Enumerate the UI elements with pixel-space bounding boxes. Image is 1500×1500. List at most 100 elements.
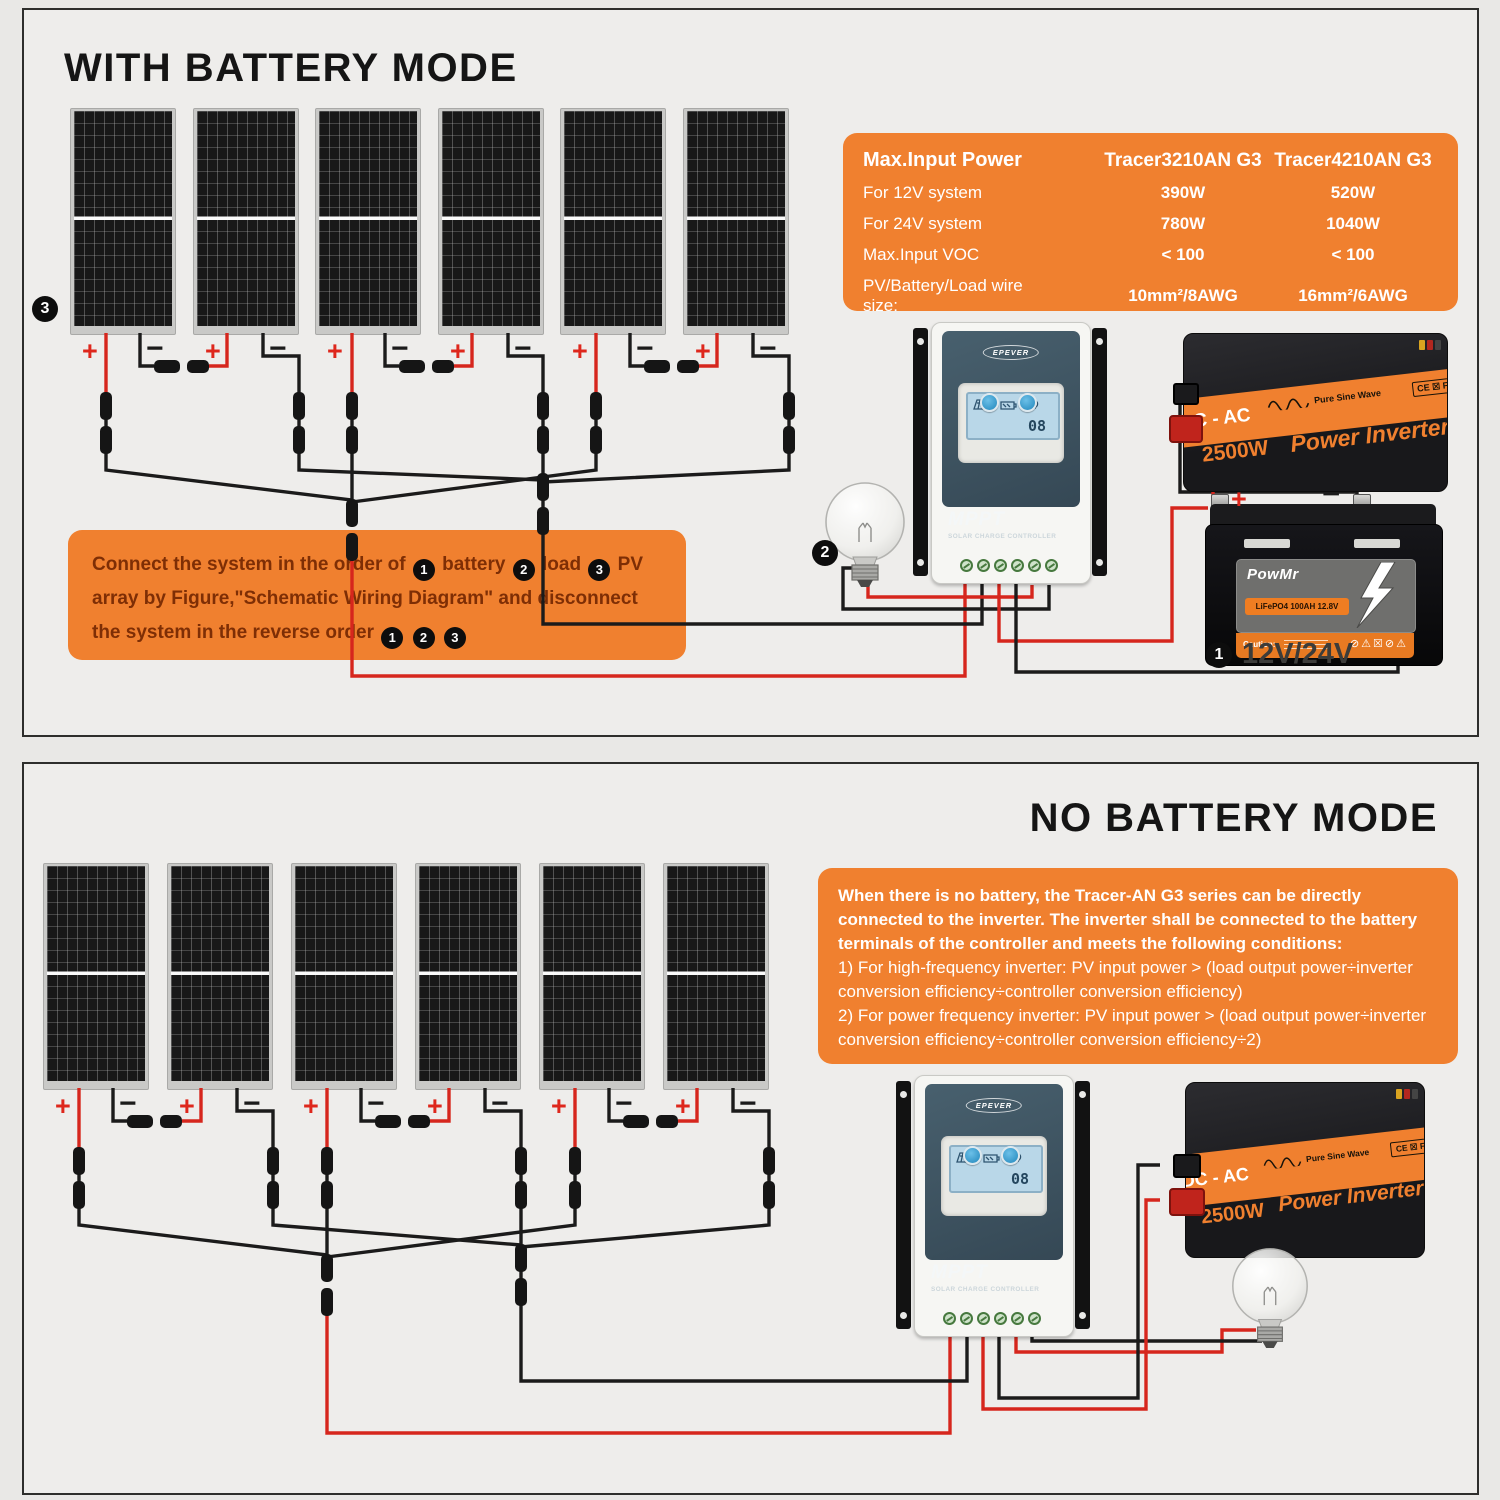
plus-label: + bbox=[303, 1091, 319, 1121]
spec-row-value: 1040W bbox=[1326, 214, 1380, 233]
spec-header: Max.Input Power bbox=[863, 149, 1022, 171]
solar-panel bbox=[167, 863, 273, 1090]
pv-plus-terminal[interactable] bbox=[943, 1312, 956, 1325]
pv-minus-terminal[interactable] bbox=[977, 559, 990, 572]
battery-voltage-label: 12V/24V bbox=[1242, 638, 1354, 670]
solar-panel bbox=[315, 108, 421, 335]
charge-controller: EPEVER 08 bbox=[896, 1075, 1090, 1337]
load-minus-terminal[interactable] bbox=[1028, 1312, 1041, 1325]
minus-label: − bbox=[615, 1087, 633, 1120]
pure-sine-wave-label: Pure Sine Wave bbox=[1266, 387, 1382, 412]
select-button[interactable] bbox=[963, 1146, 982, 1165]
solar-panel bbox=[438, 108, 544, 335]
lcd-value: 08 bbox=[1010, 1170, 1029, 1188]
spec-row-value: < 100 bbox=[1331, 245, 1375, 264]
badge-2-icon: 2 bbox=[412, 627, 435, 649]
spec-row-value: 10mm²/8AWG bbox=[1128, 286, 1238, 305]
spec-row-label: For 24V system bbox=[863, 214, 983, 233]
battery-handle bbox=[1244, 539, 1290, 548]
solar-panel bbox=[663, 863, 769, 1090]
minus-label: − bbox=[146, 332, 164, 365]
battery-plus-terminal[interactable] bbox=[994, 559, 1007, 572]
inverter-positive-terminal[interactable] bbox=[1169, 415, 1203, 443]
enter-button[interactable] bbox=[1018, 393, 1037, 412]
sine-wave-icon bbox=[1263, 1157, 1302, 1170]
spec-row-label: For 12V system bbox=[863, 183, 983, 202]
inverter-positive-terminal[interactable] bbox=[1169, 1188, 1205, 1216]
plus-label: + bbox=[179, 1091, 195, 1121]
spec-row-value: 16mm²/6AWG bbox=[1298, 286, 1408, 305]
badge-3-icon: 3 bbox=[588, 559, 611, 581]
minus-label: − bbox=[243, 1087, 261, 1120]
battery-minus-terminal[interactable] bbox=[994, 1312, 1007, 1325]
load-plus-terminal[interactable] bbox=[1028, 559, 1041, 572]
pv-plus-terminal[interactable] bbox=[960, 559, 973, 572]
battery-spec-badge: LiFePO4 100AH 12.8V bbox=[1245, 598, 1349, 615]
pure-sine-wave-label: Pure Sine Wave bbox=[1262, 1146, 1370, 1170]
output-nubs bbox=[1419, 340, 1441, 350]
spec-row: Max.Input VOC < 100 < 100 bbox=[863, 245, 1438, 265]
solar-panel bbox=[291, 863, 397, 1090]
sine-wave-icon bbox=[1267, 398, 1310, 412]
spec-row: For 24V system 780W 1040W bbox=[863, 214, 1438, 234]
lcd-screen: 08 bbox=[966, 392, 1060, 440]
note-text: battery bbox=[442, 554, 506, 575]
light-bulb-load bbox=[1232, 1248, 1308, 1349]
step-1-badge: 1 bbox=[1206, 642, 1232, 668]
note-text: Connect the system in the order of bbox=[92, 554, 406, 575]
plus-label: + bbox=[82, 336, 98, 366]
spec-row: PV/Battery/Load wire size: 10mm²/8AWG 16… bbox=[863, 276, 1438, 316]
no-battery-title: NO BATTERY MODE bbox=[1029, 796, 1438, 840]
inverter-shell: DC - AC Pure Sine Wave CE ☒ FC Power Inv… bbox=[1185, 1082, 1425, 1258]
step-3-badge: 3 bbox=[32, 296, 58, 322]
spec-row-label: PV/Battery/Load wire size: bbox=[863, 276, 1023, 315]
plus-label: + bbox=[205, 336, 221, 366]
warning-icons: ⊘⚠☒⊘⚠ bbox=[1349, 638, 1408, 650]
controller-body: EPEVER 08 bbox=[931, 322, 1091, 584]
spec-row-value: 520W bbox=[1330, 183, 1376, 202]
battery-handle bbox=[1354, 539, 1400, 548]
battery-plus-label: + bbox=[1231, 484, 1247, 514]
certification-marks: CE ☒ FC bbox=[1390, 1137, 1424, 1158]
select-button[interactable] bbox=[980, 393, 999, 412]
note-condition-2: 2) For power frequency inverter: PV inpu… bbox=[838, 1006, 1427, 1049]
spec-row-label: Max.Input VOC bbox=[863, 245, 980, 264]
power-inverter: DC - AC Pure Sine Wave CE ☒ FC Power Inv… bbox=[1169, 1082, 1425, 1258]
controller-name: MPPT bbox=[931, 1262, 988, 1283]
load-minus-terminal[interactable] bbox=[1045, 559, 1058, 572]
certification-marks: CE ☒ FC bbox=[1411, 376, 1447, 398]
epever-logo: EPEVER bbox=[965, 1098, 1023, 1113]
plus-label: + bbox=[572, 336, 588, 366]
with-battery-title: WITH BATTERY MODE bbox=[64, 46, 518, 90]
badge-1-icon: 1 bbox=[412, 559, 435, 581]
mount-rail bbox=[1092, 328, 1107, 576]
lcd-housing: 08 bbox=[941, 1136, 1047, 1216]
solar-panel bbox=[539, 863, 645, 1090]
minus-label: − bbox=[739, 1087, 757, 1120]
battery-minus-terminal[interactable] bbox=[1011, 559, 1024, 572]
load-plus-terminal[interactable] bbox=[1011, 1312, 1024, 1325]
plus-label: + bbox=[327, 336, 343, 366]
solar-panel bbox=[683, 108, 789, 335]
lcd-housing: 08 bbox=[958, 383, 1064, 463]
battery-label: PowMr LiFePO4 100AH 12.8V bbox=[1236, 559, 1416, 633]
spec-table: Max.Input Power Tracer3210AN G3 Tracer42… bbox=[843, 133, 1458, 315]
plus-label: + bbox=[695, 336, 711, 366]
pv-minus-terminal[interactable] bbox=[960, 1312, 973, 1325]
inverter-negative-terminal[interactable] bbox=[1173, 383, 1199, 405]
badge-1-icon: 1 bbox=[381, 627, 404, 649]
badge-3-icon: 3 bbox=[443, 627, 466, 649]
mount-rail bbox=[1075, 1081, 1090, 1329]
battery-plus-terminal[interactable] bbox=[977, 1312, 990, 1325]
spec-header-row: Max.Input Power Tracer3210AN G3 Tracer42… bbox=[863, 149, 1438, 172]
note-paragraph: When there is no battery, the Tracer-AN … bbox=[838, 886, 1418, 953]
lightning-icon bbox=[1356, 562, 1396, 628]
minus-label: − bbox=[391, 332, 409, 365]
note-condition-1: 1) For high-frequency inverter: PV input… bbox=[838, 958, 1413, 1001]
inverter-negative-terminal[interactable] bbox=[1173, 1154, 1201, 1178]
minus-label: − bbox=[636, 332, 654, 365]
epever-logo: EPEVER bbox=[982, 345, 1040, 360]
enter-button[interactable] bbox=[1001, 1146, 1020, 1165]
battery-minus-label: − bbox=[1322, 476, 1341, 511]
spec-model-1: Tracer3210AN G3 bbox=[1104, 149, 1262, 171]
